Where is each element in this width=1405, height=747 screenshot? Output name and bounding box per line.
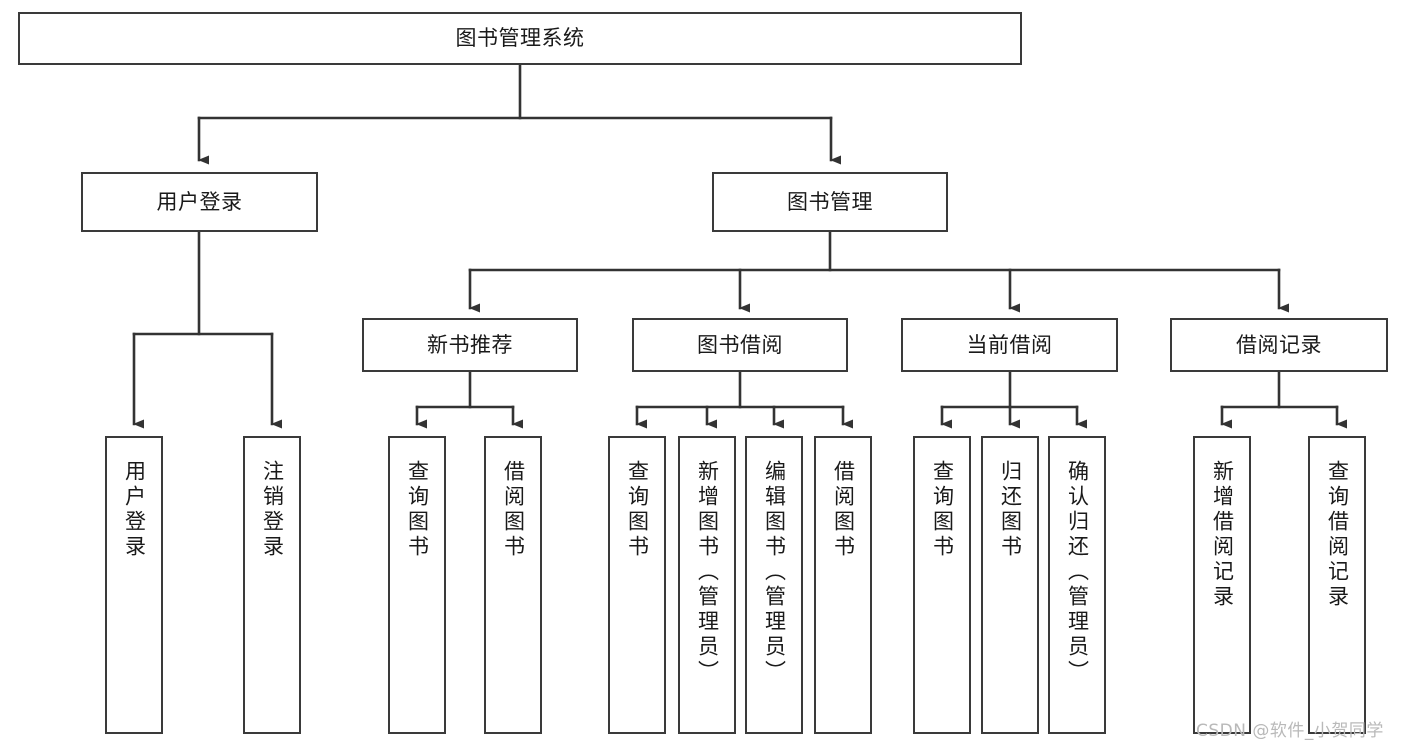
leaf-user-login-login[interactable]: 用户登录 — [105, 436, 163, 734]
node-label: 用户登录 — [122, 460, 147, 560]
node-label: 新书推荐 — [427, 332, 513, 357]
node-label: 用户登录 — [156, 189, 243, 214]
node-new-book-recommendation[interactable]: 新书推荐 — [362, 318, 578, 372]
node-root-system[interactable]: 图书管理系统 — [18, 12, 1022, 65]
node-label: 图书管理系统 — [455, 26, 585, 51]
node-user-login[interactable]: 用户登录 — [81, 172, 318, 232]
node-borrowing-records[interactable]: 借阅记录 — [1170, 318, 1388, 372]
node-label: 查询图书 — [405, 460, 430, 560]
leaf-borrow-query-book[interactable]: 查询图书 — [608, 436, 666, 734]
leaf-borrow-borrow-book[interactable]: 借阅图书 — [814, 436, 872, 734]
node-book-management[interactable]: 图书管理 — [712, 172, 948, 232]
leaf-new-book-query[interactable]: 查询图书 — [388, 436, 446, 734]
node-label: 借阅记录 — [1236, 332, 1322, 357]
node-label: 查询借阅记录 — [1325, 460, 1350, 610]
node-label: 当前借阅 — [966, 332, 1053, 357]
leaf-borrow-edit-book-admin[interactable]: 编辑图书（管理员） — [745, 436, 803, 734]
node-label: 借阅图书 — [501, 460, 526, 560]
leaf-records-query-record[interactable]: 查询借阅记录 — [1308, 436, 1366, 734]
node-label: 编辑图书（管理员） — [762, 460, 787, 685]
leaf-new-book-borrow[interactable]: 借阅图书 — [484, 436, 542, 734]
node-label: 注销登录 — [260, 460, 285, 560]
leaf-user-login-logout[interactable]: 注销登录 — [243, 436, 301, 734]
node-label: 确认归还（管理员） — [1065, 460, 1090, 685]
node-label: 借阅图书 — [831, 460, 856, 560]
node-label: 图书管理 — [787, 189, 873, 214]
leaf-current-confirm-return-admin[interactable]: 确认归还（管理员） — [1048, 436, 1106, 734]
csdn-watermark: CSDN @软件_小贺同学 — [1196, 721, 1384, 741]
node-label: 归还图书 — [998, 460, 1023, 560]
node-book-borrowing[interactable]: 图书借阅 — [632, 318, 848, 372]
node-current-borrowing[interactable]: 当前借阅 — [901, 318, 1118, 372]
leaf-current-query-book[interactable]: 查询图书 — [913, 436, 971, 734]
node-label: 查询图书 — [625, 460, 650, 560]
leaf-records-add-record[interactable]: 新增借阅记录 — [1193, 436, 1251, 734]
leaf-current-return-book[interactable]: 归还图书 — [981, 436, 1039, 734]
node-label: 新增图书（管理员） — [695, 460, 720, 685]
leaf-borrow-add-book-admin[interactable]: 新增图书（管理员） — [678, 436, 736, 734]
node-label: 查询图书 — [930, 460, 955, 560]
node-label: 图书借阅 — [697, 332, 783, 357]
node-label: 新增借阅记录 — [1210, 460, 1235, 610]
